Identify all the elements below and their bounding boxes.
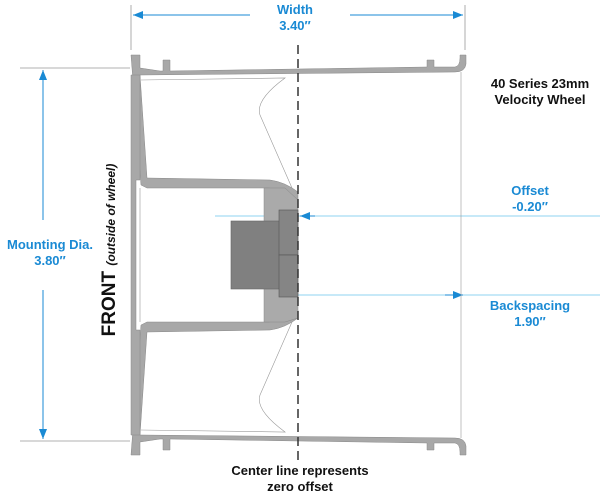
rim-profile [130, 54, 467, 456]
centerline-line2: zero offset [267, 479, 333, 493]
centerline-line1: Center line represents [231, 463, 369, 478]
backspacing-value: 1.90″ [514, 314, 546, 329]
bearing-lower [278, 254, 299, 298]
title-line2: Velocity Wheel [494, 92, 586, 107]
mounting-label: Mounting Dia.3.80″ [0, 237, 100, 269]
title-line1: 40 Series 23mm [490, 76, 590, 91]
axle-block [230, 220, 281, 290]
mounting-text: Mounting Dia. [7, 237, 93, 252]
width-value: 3.40″ [279, 18, 311, 33]
front-note: (outside of wheel) [104, 163, 118, 266]
offset-text: Offset [511, 183, 549, 198]
offset-label: Offset-0.20″ [480, 183, 580, 215]
front-text: FRONT [99, 270, 120, 337]
backspacing-text: Backspacing [489, 298, 571, 313]
offset-value: -0.20″ [512, 199, 548, 214]
bearing-upper [278, 209, 299, 256]
width-text: Width [277, 2, 313, 17]
front-label: FRONT (outside of wheel) [99, 164, 121, 337]
mounting-value: 3.80″ [34, 253, 66, 268]
extension-lines [20, 5, 466, 442]
spoke-outlines [139, 72, 462, 438]
